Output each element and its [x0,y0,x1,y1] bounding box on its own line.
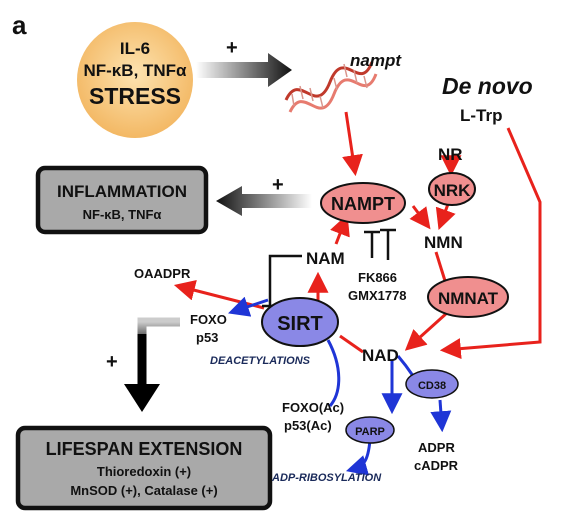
lifespan-plus: + [106,351,118,373]
stress-line1: IL-6 [120,39,150,58]
inhibitor-gmx1778: GMX1778 [348,288,407,303]
de-novo-title: De novo [442,73,533,99]
nad-to-sirt-line [339,334,364,354]
inhibitor-fk866: FK866 [358,270,397,285]
foxo-to-lifespan-connector [137,317,180,348]
metabolite-nmn: NMN [424,233,463,252]
metabolite-oaadpr: OAADPR [134,266,191,281]
process-adp-ribosylation: ADP-RIBOSYLATION [271,472,382,484]
cd38-node [405,369,459,399]
cd38-to-adpr-arrow [430,399,452,433]
stress-line3: STRESS [89,83,181,109]
sirt-node [261,297,339,347]
stress-line2: NF-κB, TNFα [83,61,187,80]
cd38-label: CD38 [418,380,446,392]
stress-circle [77,22,193,138]
nmn-to-nmnat-line [434,251,448,285]
lifespan-title: LIFESPAN EXTENSION [46,439,243,459]
nampt-to-nmn-arrow [409,205,431,230]
metabolite-nr: NR [438,145,463,164]
denovo-to-nad-arrow [439,127,542,360]
stress-to-nampt-arrow [196,53,292,87]
nmnat-to-nad-arrow [404,310,450,351]
metabolite-nam: NAM [306,249,345,268]
panel-label: a [12,10,27,40]
lifespan-line2: MnSOD (+), Catalase (+) [70,483,217,498]
parp-label: PARP [355,426,385,438]
nrk-to-nmn-arrow [435,203,456,230]
sirt-to-foxo-arrow [228,296,269,317]
target-foxo: FOXO [190,312,227,327]
target-p53: p53 [196,330,218,345]
parp-to-adp-ribosylation-arrow [345,439,372,476]
nmnat-label: NMNAT [438,289,499,308]
foxoac-to-sirt-line [326,339,341,407]
lifespan-box [15,425,273,511]
inflammation-box [35,165,209,235]
nampt-to-inflammation-arrow [216,186,312,216]
nam-inhibit-sirt-line [268,254,302,306]
metabolite-adpr: ADPR [418,440,455,455]
stress-plus: + [226,37,238,59]
nampt-node [320,182,406,224]
nrk-label: NRK [434,181,472,200]
metabolite-nad: NAD [362,346,399,365]
target-p53-ac: p53(Ac) [284,418,332,433]
inflammation-title: INFLAMMATION [57,182,187,201]
gene-to-nampt-arrow [342,111,363,177]
process-deacetylations: DEACETYLATIONS [210,355,311,367]
nampt-label: NAMPT [331,194,395,214]
de-novo-substrate: L-Trp [460,106,503,125]
lifespan-line1: Thioredoxin (+) [97,464,191,479]
gene-label: nampt [350,51,402,70]
inflammation-subtitle: NF-κB, TNFα [83,207,162,222]
dna-helix-icon [284,61,378,113]
sirt-label: SIRT [277,313,323,335]
inflammation-plus: + [272,174,284,196]
nrk-node [428,172,476,206]
nam-to-nampt-arrow [330,214,350,245]
target-foxo-ac: FOXO(Ac) [282,400,344,415]
foxo-to-lifespan-arrowhead [124,384,160,412]
parp-node [345,416,395,444]
nmnat-node [427,276,509,318]
metabolite-cadpr: cADPR [414,458,459,473]
